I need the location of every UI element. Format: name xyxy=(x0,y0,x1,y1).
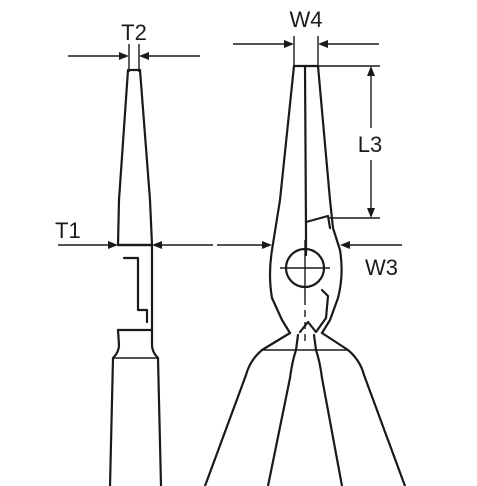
w4-arrowhead-left xyxy=(284,40,294,48)
front-handle-left-inner xyxy=(266,333,300,486)
label-w3: W3 xyxy=(365,255,398,280)
front-right-outline xyxy=(316,64,343,335)
l3-arrowhead-bottom xyxy=(367,208,375,218)
side-joint-step xyxy=(122,256,149,324)
side-handle-outline xyxy=(108,328,163,486)
side-joint-block xyxy=(116,243,154,332)
side-jaw-outline xyxy=(116,68,154,247)
front-left-outline xyxy=(268,64,296,335)
w3-arrowhead-right xyxy=(340,241,350,249)
front-handle-right-inner xyxy=(312,333,344,486)
front-jaw-inner xyxy=(304,214,332,230)
label-w4: W4 xyxy=(290,7,323,32)
label-t1: T1 xyxy=(55,218,81,243)
front-handle-right xyxy=(320,331,407,486)
t2-arrowhead-left xyxy=(119,52,129,60)
side-view: T2 T1 xyxy=(55,20,213,486)
front-view: W4 L3 W3 xyxy=(203,7,407,486)
l3-arrowhead-top xyxy=(367,66,375,76)
t1-arrowhead-left xyxy=(108,241,118,249)
front-cutter xyxy=(298,288,330,334)
w4-arrowhead-right xyxy=(318,40,328,48)
label-t2: T2 xyxy=(121,20,147,45)
front-handle-left xyxy=(203,331,292,486)
front-jaw-parting xyxy=(303,64,308,257)
label-l3: L3 xyxy=(358,132,382,157)
w3-arrowhead-left xyxy=(262,241,272,249)
t1-arrowhead-right xyxy=(152,241,162,249)
t2-arrowhead-right xyxy=(139,52,149,60)
